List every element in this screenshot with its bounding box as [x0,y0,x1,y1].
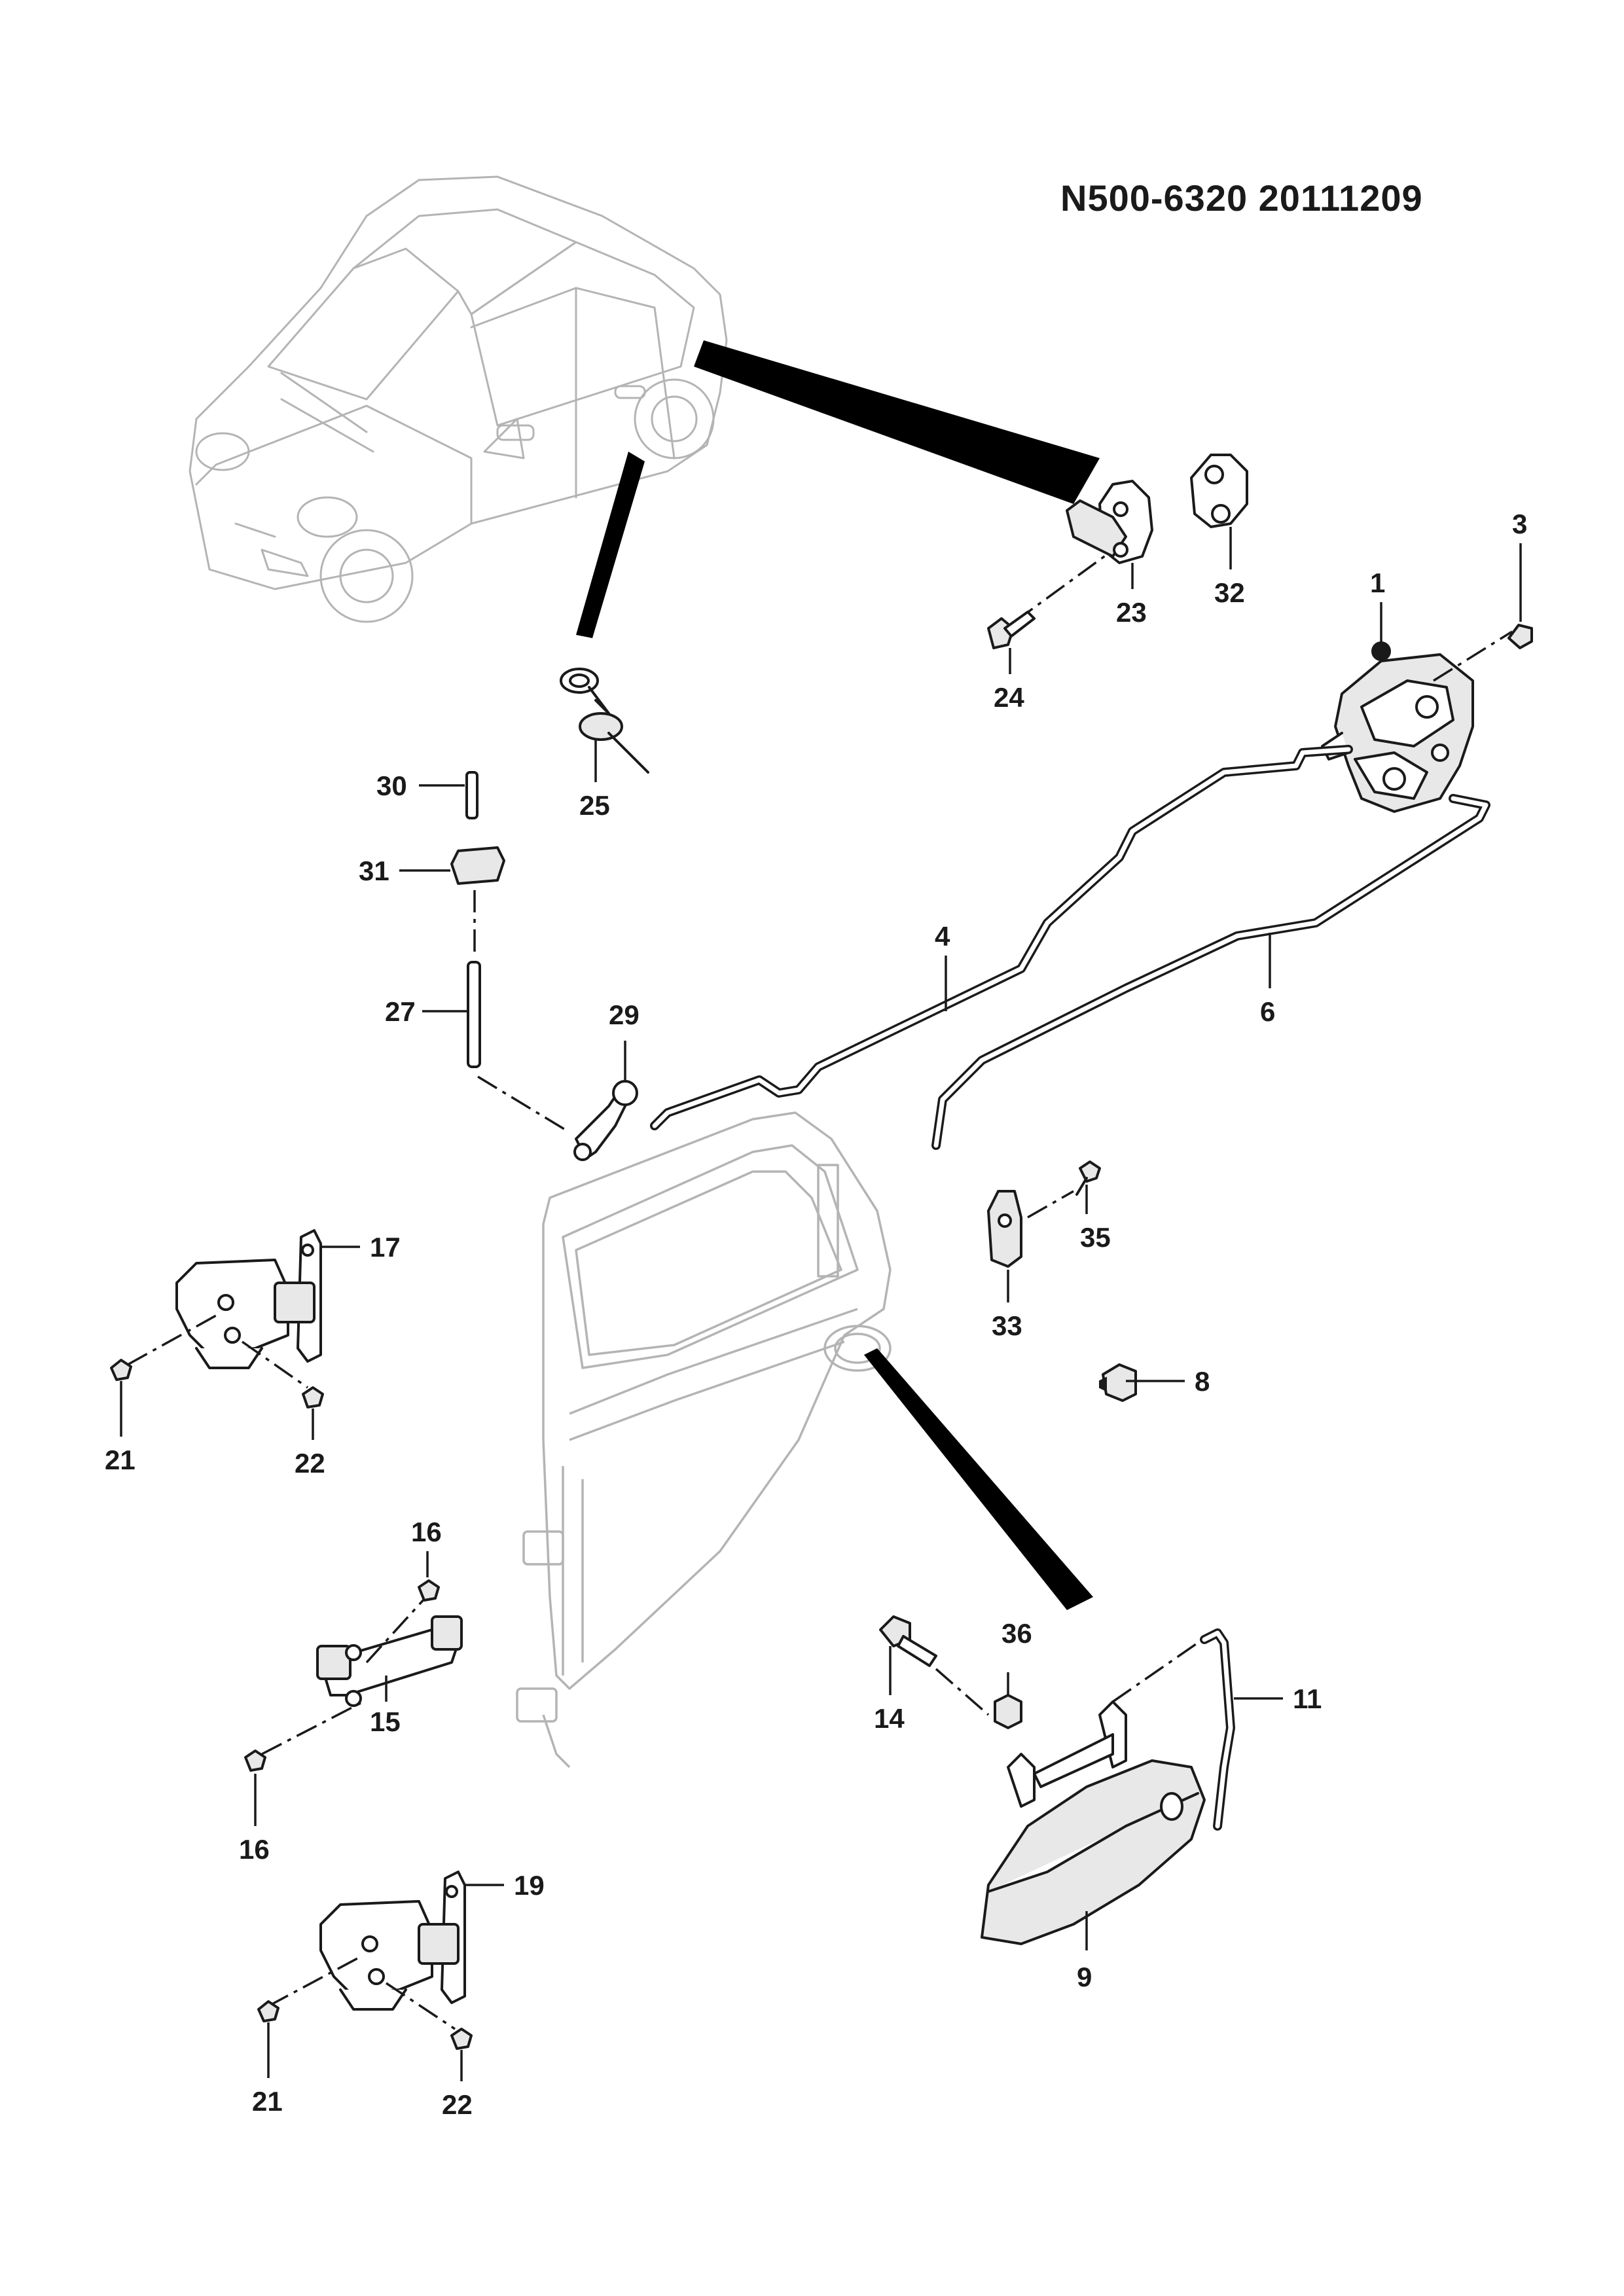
part-33-guide [987,1190,1022,1268]
part-8-clip [1099,1363,1137,1402]
part-36-nut [994,1694,1022,1729]
part-1-door-latch [1321,630,1513,813]
callout-17: 17 [370,1232,401,1263]
vehicle-overview [189,175,1100,638]
callout-31: 31 [359,855,389,886]
part-24-striker-screw [987,611,1036,649]
callout-36: 36 [1001,1618,1032,1649]
callout-19: 19 [514,1870,545,1901]
part-11-handle-rod [1200,1628,1235,1831]
callout-wedge-outside-handle [864,1348,1093,1610]
callout-wedge-door-bumper [576,452,645,638]
document-id: N500-6320 20111209 [1060,177,1423,219]
part-4-lock-rod [650,745,1353,1130]
part-19-lower-hinge [319,1871,466,2011]
part-22-hinge-bolt-lower [450,2028,473,2050]
part-35-screw [1075,1160,1101,1196]
callout-24: 24 [994,682,1024,713]
part-16-bolt-lower [244,1749,266,1772]
callout-35: 35 [1080,1222,1111,1253]
part-30-lock-knob-pin [465,771,478,819]
callout-16-upper: 16 [411,1516,442,1547]
callout-labels: 1 3 4 6 8 9 11 14 15 16 16 17 19 21 21 2… [105,509,1527,2120]
rod-27-axis [477,1075,570,1134]
callout-4: 4 [935,921,950,952]
callout-9: 9 [1077,1962,1092,1992]
part-31-lock-knob [450,846,505,885]
part-9-outside-handle [981,1700,1206,1945]
part-14-handle-bolt [879,1615,937,1667]
callout-16-lower: 16 [239,1834,270,1865]
part-29-rod-clip [573,1080,638,1161]
callout-8: 8 [1195,1366,1210,1397]
callout-25: 25 [579,790,610,821]
callout-15: 15 [370,1706,401,1737]
callout-21-lower: 21 [252,2086,283,2117]
part-16-bolt-upper [418,1579,440,1602]
callout-wedge-rear-striker [694,340,1100,504]
rear-door-outline [516,1111,1093,1768]
callout-3: 3 [1512,509,1527,539]
callout-1: 1 [1370,567,1385,598]
part-32-striker-gasket [1190,454,1248,528]
callout-6: 6 [1260,996,1275,1027]
callout-27: 27 [385,996,416,1027]
part-15-door-check [316,1615,463,1707]
callout-22-upper: 22 [295,1448,325,1479]
part-3-latch-screw [1507,624,1533,649]
part-21-hinge-bolt-upper [110,1359,132,1381]
part-17-upper-hinge [175,1229,322,1369]
part-21-hinge-bolt-lower [257,2000,280,2022]
callout-23: 23 [1116,597,1147,628]
callout-22-lower: 22 [442,2089,473,2120]
part-27-lock-rod-upper [467,961,481,1068]
part-6-handle-rod [931,794,1490,1150]
callout-30: 30 [376,770,407,801]
callout-29: 29 [609,999,640,1030]
callout-32: 32 [1214,577,1245,608]
callout-21-upper: 21 [105,1444,135,1475]
part-22-hinge-bolt-upper [302,1386,324,1408]
callout-leaders [120,527,1522,2081]
part-23-door-striker [1013,480,1153,623]
part-25-door-bumper [560,668,649,774]
callout-11: 11 [1293,1683,1322,1714]
callout-33: 33 [992,1310,1022,1341]
callout-14: 14 [874,1703,905,1734]
